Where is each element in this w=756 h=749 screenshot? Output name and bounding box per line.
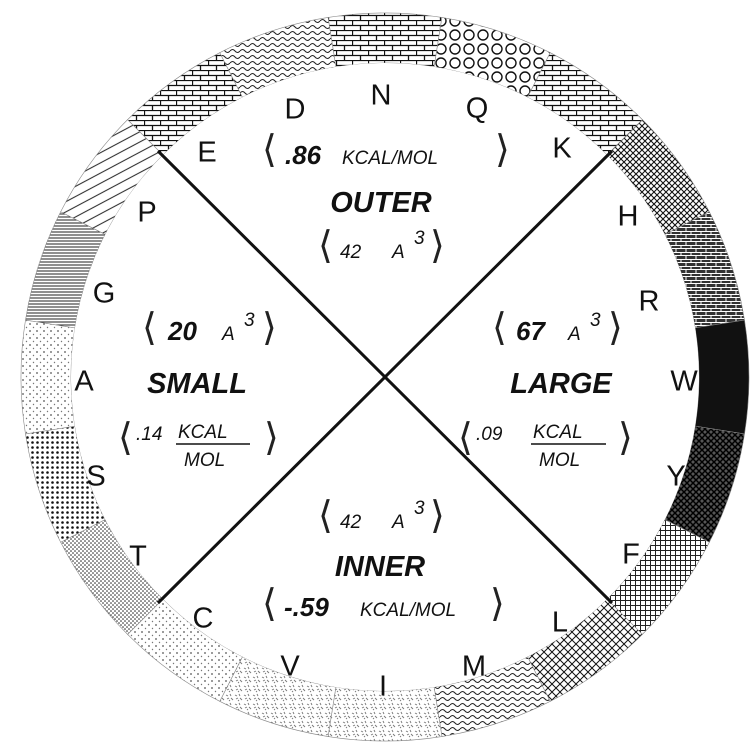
small-energy-denominator: MOL	[184, 450, 225, 471]
inner-volume-exponent: 3	[414, 498, 425, 519]
inner-energy-unit: KCAL/MOL	[360, 600, 456, 621]
ring-segment-a	[21, 320, 75, 434]
small-label: SMALL	[147, 368, 247, 400]
bracket-right: ⟩	[608, 307, 623, 349]
amino-acid-letter-a: A	[74, 366, 94, 398]
outer-volume-value: 42	[340, 242, 362, 263]
bracket-left: ⟨	[118, 417, 133, 459]
inner-energy-value: -.59	[284, 592, 329, 622]
large-energy-numerator: KCAL	[533, 422, 583, 443]
amino-acid-letter-w: W	[670, 366, 698, 398]
bracket-right: ⟩	[490, 583, 505, 625]
outer-label: OUTER	[330, 187, 432, 219]
amino-acid-letter-k: K	[552, 133, 572, 165]
bracket-right: ⟩	[618, 417, 633, 459]
outer-volume-exponent: 3	[414, 228, 425, 249]
bracket-left: ⟨	[458, 417, 473, 459]
small-volume-exponent: 3	[244, 310, 255, 331]
amino-acid-letter-v: V	[280, 651, 300, 683]
ring-segment-n	[328, 13, 442, 67]
small-energy-numerator: KCAL	[178, 422, 228, 443]
amino-acid-letter-l: L	[552, 607, 568, 639]
large-energy-value: .09	[476, 424, 503, 445]
small-volume-value: 20	[167, 316, 197, 346]
large-energy-denominator: MOL	[539, 450, 580, 471]
outer-energy-unit: KCAL/MOL	[342, 148, 438, 169]
outer-volume-unit: A	[391, 242, 405, 263]
amino-acid-letter-s: S	[86, 461, 105, 493]
bracket-right: ⟩	[262, 307, 277, 349]
bracket-left: ⟨	[262, 583, 277, 625]
large-label: LARGE	[510, 368, 613, 400]
amino-acid-letter-m: M	[462, 651, 486, 683]
bracket-right: ⟩	[430, 495, 445, 537]
bracket-left: ⟨	[318, 225, 333, 267]
amino-acid-letter-f: F	[622, 539, 640, 571]
bracket-right: ⟩	[430, 225, 445, 267]
ring-segment-w	[695, 320, 749, 434]
inner-label: INNER	[335, 551, 425, 583]
bracket-left: ⟨	[318, 495, 333, 537]
bracket-right: ⟩	[495, 129, 510, 171]
bracket-left: ⟨	[142, 307, 157, 349]
amino-acid-letter-n: N	[371, 80, 392, 112]
inner-volume-unit: A	[391, 512, 405, 533]
large-volume-unit: A	[567, 324, 581, 345]
amino-acid-letter-i: I	[379, 671, 387, 703]
bracket-right: ⟩	[264, 417, 279, 459]
amino-acid-letter-c: C	[193, 603, 214, 635]
amino-acid-letter-y: Y	[666, 461, 685, 493]
small-volume-unit: A	[221, 324, 235, 345]
small-energy-value: .14	[136, 424, 162, 445]
large-volume-exponent: 3	[590, 310, 601, 331]
amino-acid-letter-r: R	[639, 286, 660, 318]
amino-acid-letter-t: T	[129, 541, 147, 573]
bracket-left: ⟨	[262, 129, 277, 171]
bracket-left: ⟨	[492, 307, 507, 349]
amino-acid-letter-q: Q	[466, 93, 489, 125]
amino-acid-letter-h: H	[618, 201, 639, 233]
inner-volume-value: 42	[340, 512, 362, 533]
amino-acid-letter-e: E	[197, 137, 216, 169]
large-volume-value: 67	[516, 316, 546, 346]
amino-acid-letter-d: D	[285, 94, 306, 126]
amino-acid-letter-p: P	[137, 197, 156, 229]
amino-acid-letter-g: G	[93, 278, 116, 310]
outer-energy-value: .86	[285, 140, 322, 170]
